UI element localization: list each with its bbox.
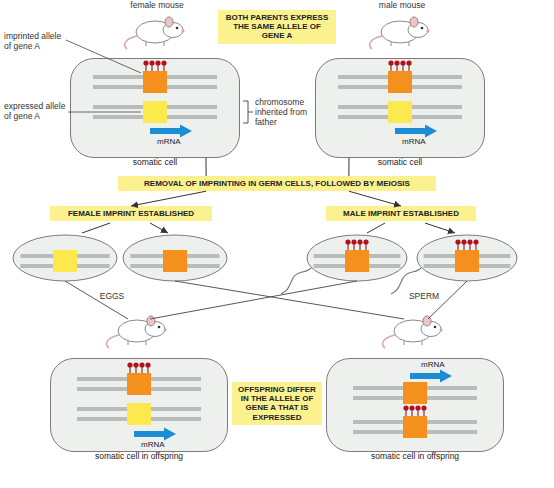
gamete-label: EGGS: [92, 292, 132, 302]
statement-banner: BOTH PARENTS EXPRESS THE SAME ALLELE OF …: [218, 10, 336, 44]
cell-caption: somatic cell in offspring: [371, 452, 459, 461]
expressed-allele: [53, 250, 77, 272]
sperm-head: [417, 235, 517, 281]
cell-caption: somatic cell: [378, 158, 422, 167]
somatic-cell: mRNAsomatic cell: [70, 58, 240, 158]
offspring-cell: mRNAsomatic cell in offspring: [50, 358, 228, 452]
imprinted-allele: [345, 250, 369, 272]
callout-label: imprinted allele of gene A: [4, 32, 66, 52]
mouse-drawing: [370, 17, 430, 49]
chromosome: [130, 254, 219, 268]
offspring-cell: mRNAsomatic cell in offspring: [326, 358, 504, 452]
band-text: REMOVAL OF IMPRINTING IN GERM CELLS, FOL…: [122, 179, 432, 188]
imprinted-allele: [455, 250, 479, 272]
egg: [123, 235, 227, 281]
somatic-cell: mRNAsomatic cell: [315, 58, 485, 158]
banner-text: BOTH PARENTS EXPRESS THE SAME ALLELE OF …: [222, 13, 332, 41]
mouse-label: male mouse: [365, 1, 439, 11]
flow-connector: [131, 191, 206, 206]
mrna-label: mRNA: [402, 138, 426, 146]
mouse-label: female mouse: [120, 1, 194, 11]
bracket-label: chromosome inherited from father: [255, 98, 313, 127]
methyl-marks: [345, 239, 368, 250]
result-text: OFFSPRING DIFFER IN THE ALLELE OF GENE A…: [236, 385, 318, 422]
chromosome: [424, 254, 511, 268]
mrna-label: mRNA: [141, 441, 165, 449]
mrna-label: mRNA: [421, 361, 445, 369]
gamete-label: SPERM: [402, 292, 446, 302]
meiosis-arrow: [82, 223, 168, 233]
imprint-text: MALE IMPRINT ESTABLISHED: [330, 209, 472, 218]
cell-caption: somatic cell: [133, 158, 177, 167]
mouse-drawing: [107, 316, 167, 348]
bracket: [243, 101, 253, 123]
egg-outline: [123, 235, 227, 281]
process-band: REMOVAL OF IMPRINTING IN GERM CELLS, FOL…: [118, 176, 436, 191]
sperm-tail: [281, 268, 311, 294]
sperm-head: [307, 235, 407, 281]
imprint-box: MALE IMPRINT ESTABLISHED: [326, 206, 476, 221]
result-box: OFFSPRING DIFFER IN THE ALLELE OF GENE A…: [232, 382, 322, 425]
egg-outline: [13, 235, 117, 281]
sperm: [391, 235, 517, 294]
imprint-box: FEMALE IMPRINT ESTABLISHED: [50, 206, 212, 221]
chromosome: [20, 254, 109, 268]
egg: [13, 235, 117, 281]
sperm-tail: [391, 268, 421, 294]
chromosome: [314, 254, 401, 268]
mrna-label: mRNA: [157, 138, 181, 146]
cell-caption: somatic cell in offspring: [95, 452, 183, 461]
methyl-marks: [455, 239, 478, 250]
flow-connector: [349, 191, 401, 206]
flow-connector: [348, 158, 349, 176]
callout-label: expressed allele of gene A: [4, 102, 66, 122]
flow-connector: [206, 158, 207, 176]
imprint-text: FEMALE IMPRINT ESTABLISHED: [54, 209, 208, 218]
meiosis-arrow: [367, 223, 455, 233]
mouse-drawing: [125, 17, 185, 49]
fertilization-line: [65, 281, 467, 319]
imprinted-allele: [163, 250, 187, 272]
mouse-drawing: [383, 316, 443, 348]
sperm: [281, 235, 407, 294]
